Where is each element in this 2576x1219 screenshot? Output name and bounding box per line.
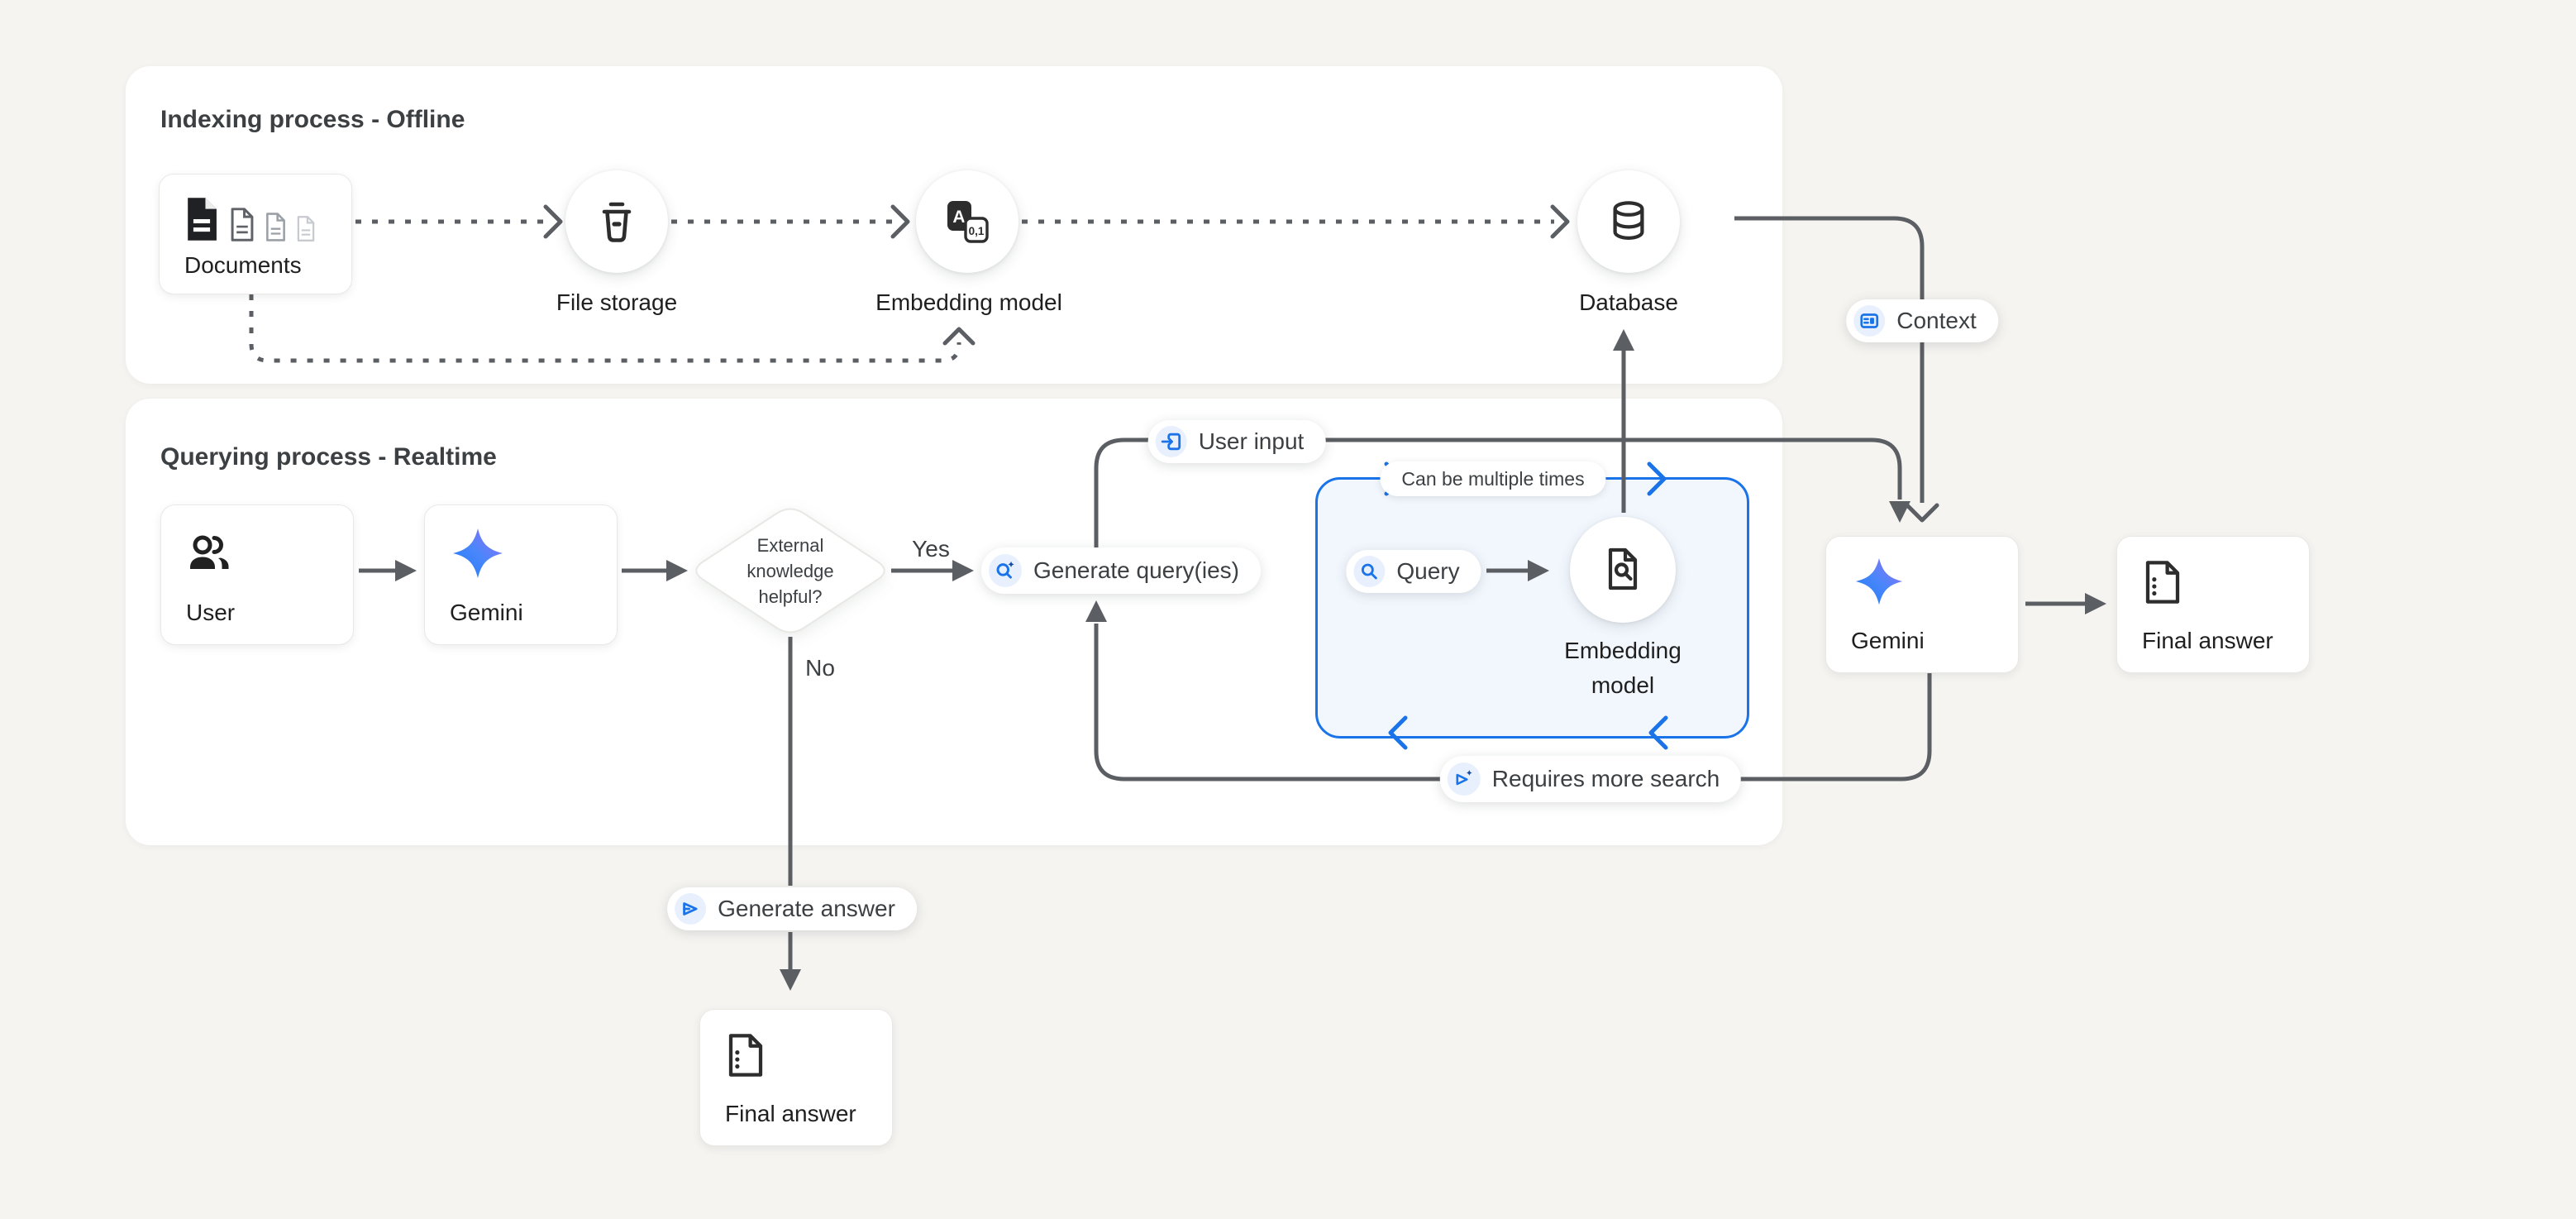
documents-label: Documents	[184, 252, 302, 278]
document-search-icon	[1608, 547, 1638, 590]
send-spark-icon	[1447, 762, 1481, 796]
search-spark-icon	[988, 554, 1022, 587]
query-label: Query	[1396, 558, 1460, 584]
final-answer-document-icon	[2142, 560, 2183, 609]
generate-answer-label: Generate answer	[718, 896, 895, 921]
gemini-label: Gemini	[450, 600, 523, 625]
send-icon	[675, 893, 707, 925]
gemini-star-icon	[1854, 557, 1904, 610]
final-answer-label-right: Final answer	[2142, 628, 2273, 653]
generate-answer-pill: Generate answer	[667, 887, 917, 930]
loop-note-label: Can be multiple times	[1401, 467, 1585, 490]
storage-bucket-icon	[602, 202, 632, 242]
querying-title: Querying process - Realtime	[160, 443, 497, 471]
documents-card: Documents	[159, 174, 352, 294]
arrowhead-triangle	[1889, 501, 1911, 523]
loop-note-pill: Can be multiple times	[1380, 461, 1606, 496]
final-answer-document-icon	[725, 1033, 766, 1082]
context-card-icon	[1853, 305, 1886, 337]
gemini-card: Gemini	[424, 504, 618, 645]
no-label: No	[805, 655, 835, 681]
generate-queries-label: Generate query(ies)	[1033, 557, 1240, 583]
arrowhead-triangle	[780, 969, 801, 991]
generate-queries-pill: Generate query(ies)	[980, 547, 1262, 594]
gemini-output-label: Gemini	[1851, 628, 1925, 653]
user-group-icon	[186, 532, 234, 577]
context-pill: Context	[1846, 299, 1998, 342]
query-pill: Query	[1346, 550, 1481, 593]
database-node	[1577, 170, 1680, 273]
input-login-icon	[1155, 426, 1187, 457]
user-input-pill: User input	[1147, 420, 1326, 463]
gemini-output-card: Gemini	[1825, 536, 2019, 673]
arrowhead-triangle	[2085, 593, 2106, 614]
database-label: Database	[1579, 289, 1678, 315]
file-storage-node	[565, 170, 668, 273]
gemini-star-icon	[451, 527, 504, 584]
embedding-translate-icon: A 0,1	[947, 201, 989, 243]
requires-more-search-label: Requires more search	[1491, 766, 1720, 791]
svg-text:A: A	[952, 208, 965, 227]
embedding-model-node: A 0,1	[916, 170, 1018, 273]
user-input-label: User input	[1198, 428, 1305, 454]
yes-label: Yes	[912, 536, 950, 562]
context-label: Context	[1896, 308, 1977, 333]
final-answer-label-bottom: Final answer	[725, 1101, 856, 1126]
svg-text:0,1: 0,1	[969, 225, 985, 237]
requires-more-search-pill: Requires more search	[1439, 756, 1742, 802]
documents-stack-icon	[183, 196, 317, 242]
query-embedding-model-node	[1570, 517, 1676, 623]
embedding-model-label: Embedding model	[875, 289, 1062, 315]
search-icon	[1353, 556, 1386, 587]
user-label: User	[186, 600, 236, 625]
final-answer-card-bottom: Final answer	[699, 1009, 893, 1146]
query-embedding-model-label: Embedding model	[1564, 638, 1682, 698]
decision-text: External knowledge helpful?	[747, 535, 834, 607]
database-icon	[1613, 201, 1644, 240]
file-storage-label: File storage	[556, 289, 678, 315]
arrowhead-chevron	[1905, 503, 1939, 523]
indexing-title: Indexing process - Offline	[160, 106, 465, 133]
user-card: User	[160, 504, 354, 645]
final-answer-card-right: Final answer	[2116, 536, 2310, 673]
